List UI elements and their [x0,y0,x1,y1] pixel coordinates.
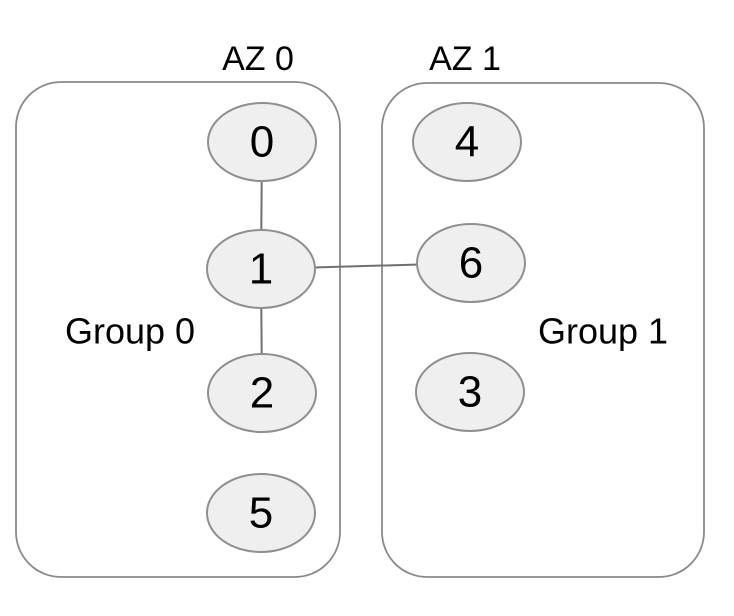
node-3 [415,352,525,432]
node-label-1: 1 [249,245,273,294]
node-label-6: 6 [459,239,483,288]
node-0 [207,102,317,182]
node-2 [207,353,317,433]
node-label-4: 4 [455,118,479,167]
node-1 [206,229,316,309]
group-label-group-1: Group 1 [538,311,668,352]
node-4 [412,102,522,182]
node-label-3: 3 [458,368,482,417]
node-label-5: 5 [249,489,273,538]
group-label-group-0: Group 0 [65,311,195,352]
node-5 [206,473,316,553]
node-6 [416,223,526,303]
group-box-group-1 [381,82,705,578]
node-label-2: 2 [250,369,274,418]
node-label-0: 0 [250,118,274,167]
group-box-group-0 [15,81,341,578]
az-0-label: AZ 0 [222,40,294,78]
az-1-label: AZ 1 [429,40,501,78]
